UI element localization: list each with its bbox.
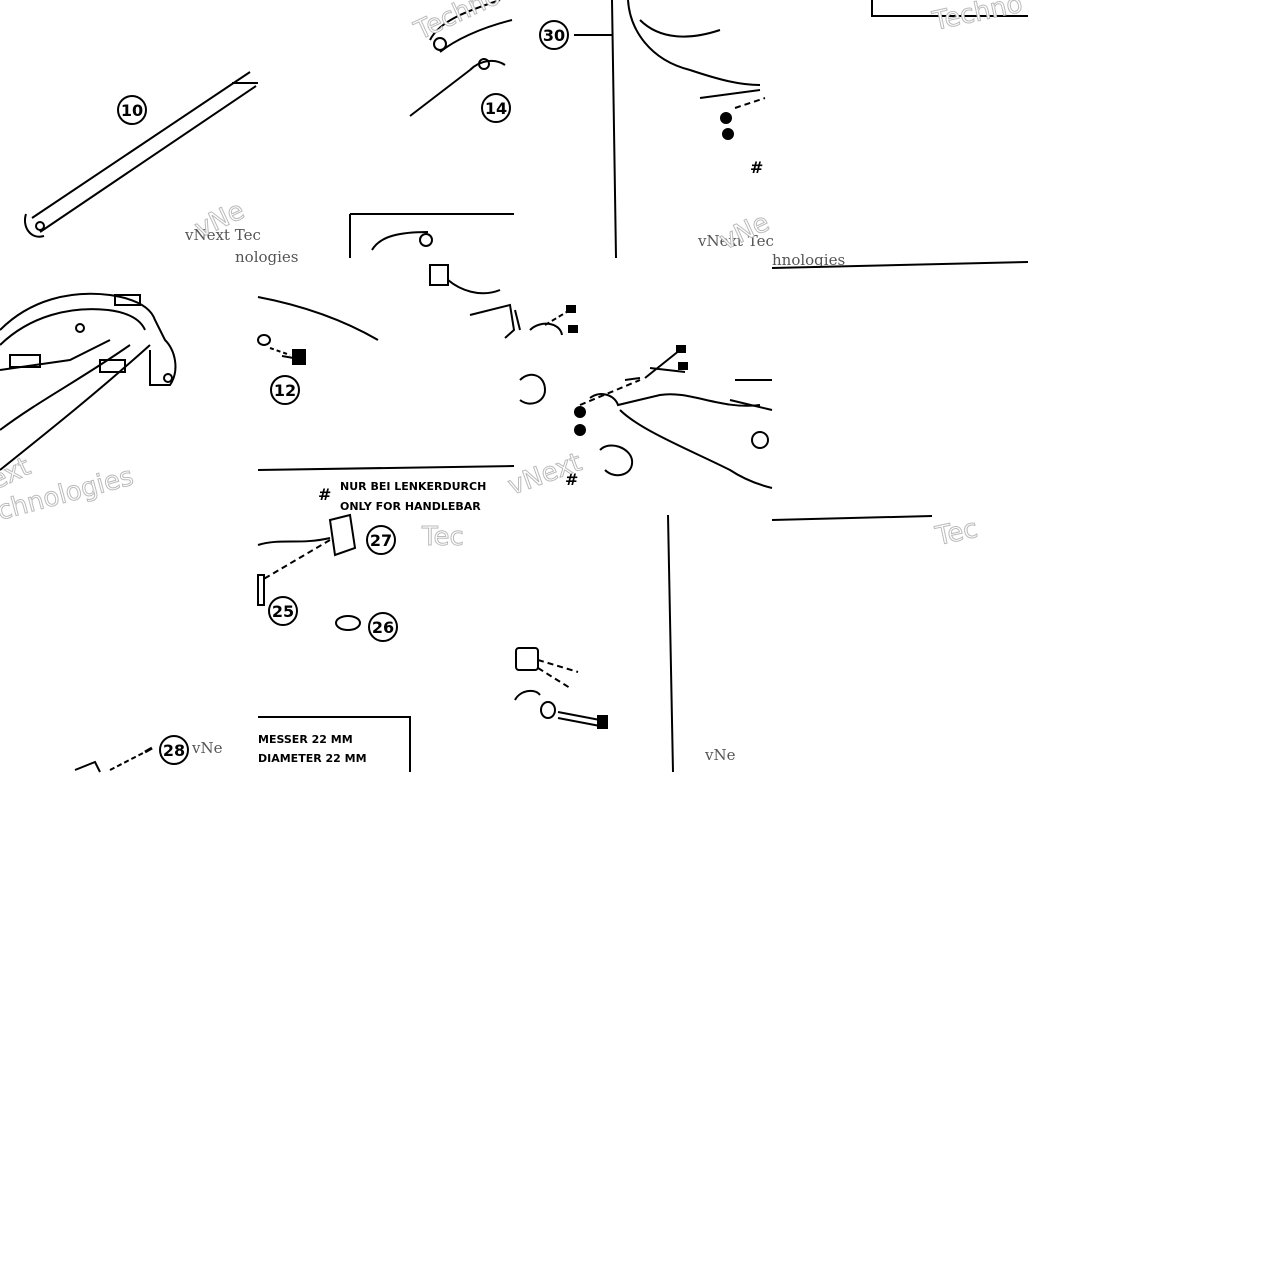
frame-line (771, 0, 1029, 269)
svg-text:30: 30 (543, 26, 565, 45)
callout-10: 10 (117, 95, 147, 125)
watermark-text: nologies (235, 248, 299, 266)
sensor-part (257, 513, 357, 606)
note-en-line2: DIAMETER 22 MM (258, 752, 367, 765)
callout-27: 27 (366, 525, 396, 555)
carrier-rack-part (0, 292, 177, 471)
frame-line (667, 514, 674, 773)
hash-marker: # (565, 470, 578, 489)
hash-marker: # (750, 158, 763, 177)
nut-part (720, 112, 734, 140)
watermark-text: hnologies (772, 251, 845, 269)
note-box (258, 716, 411, 772)
handguard-part (574, 0, 766, 259)
callout-28: 28 (159, 735, 189, 765)
watermark-text: Tec (421, 522, 464, 552)
svg-text:14: 14 (485, 99, 507, 118)
rail-bar-part (24, 71, 258, 238)
watermark-text: vNext (504, 447, 586, 501)
note-en-line1: ONLY FOR HANDLEBAR (340, 500, 481, 513)
connector-part (429, 264, 516, 339)
screw-part (257, 296, 379, 365)
svg-text:26: 26 (372, 618, 394, 637)
watermark-text: vNe (704, 746, 736, 764)
svg-text:10: 10 (121, 101, 143, 120)
callout-25: 25 (268, 596, 298, 626)
watermark-text: vNext Tec (184, 226, 261, 244)
callout-26: 26 (368, 612, 398, 642)
svg-text:27: 27 (370, 531, 392, 550)
frame-line (771, 515, 933, 521)
watermark-text: Tec (932, 514, 980, 552)
cap-part (335, 615, 361, 631)
bracket-part (349, 0, 514, 258)
svg-text:12: 12 (274, 381, 296, 400)
callout-30: 30 (539, 20, 569, 50)
hash-marker: # (318, 485, 331, 504)
callout-12: 12 (270, 375, 300, 405)
clip-part (74, 746, 153, 773)
watermark-text: vNe (191, 739, 223, 757)
svg-text:28: 28 (163, 741, 185, 760)
frame-line (257, 465, 515, 471)
note-de-line1: NUR BEI LENKERDURCH (340, 480, 486, 493)
spacer-part (514, 647, 608, 729)
callout-14: 14 (481, 93, 511, 123)
note-de-line2: MESSER 22 MM (258, 733, 353, 746)
svg-text:25: 25 (272, 602, 294, 621)
handguard-mount-part (514, 309, 773, 489)
watermark-text: vNext Tec (697, 232, 774, 250)
bolt-part (566, 305, 688, 436)
watermark-text: Techno (929, 0, 1025, 37)
